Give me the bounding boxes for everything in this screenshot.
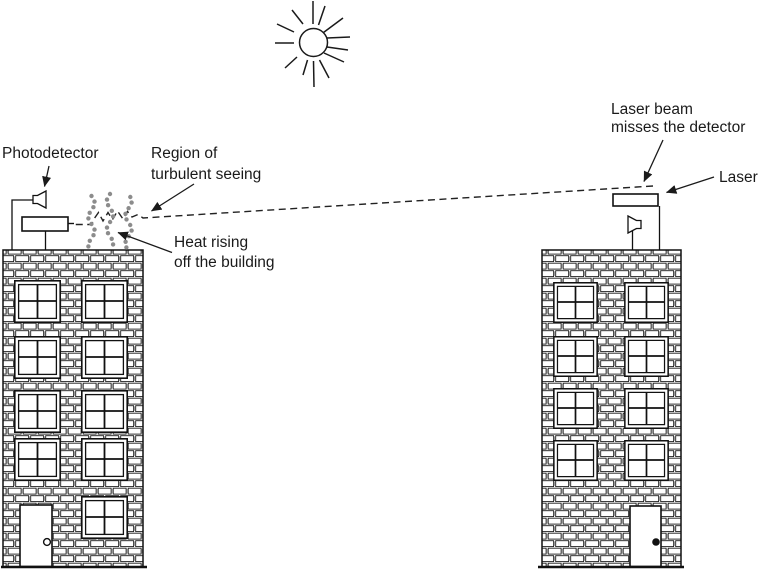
turbulence-arrow xyxy=(151,183,195,212)
turbulence-label-line1: Region of xyxy=(151,145,218,162)
laser-box xyxy=(612,193,659,207)
window xyxy=(624,388,669,429)
window xyxy=(81,390,128,433)
heat-dots xyxy=(86,191,134,250)
heat-label-line1: Heat rising xyxy=(174,234,249,251)
right-horn xyxy=(627,214,642,235)
window xyxy=(81,336,128,379)
window xyxy=(14,390,61,433)
laser-beam xyxy=(74,185,654,226)
window xyxy=(553,282,598,323)
photodetector-label-text: Photodetector xyxy=(2,145,99,162)
heat-label-line2: off the building xyxy=(174,253,275,271)
left-building xyxy=(1,249,147,569)
laser-assembly xyxy=(612,193,661,251)
left-doorknob xyxy=(42,537,52,547)
laser-label-text: Laser xyxy=(719,169,758,186)
heat-label: Heat rising off the building xyxy=(174,233,275,272)
window xyxy=(81,496,128,539)
window xyxy=(553,440,598,481)
photodetector-arrow xyxy=(42,165,52,188)
window xyxy=(624,282,669,323)
laser-label: Laser xyxy=(719,168,758,187)
window xyxy=(624,440,669,481)
beam-miss-label-line2: misses the detector xyxy=(611,118,746,136)
right-door xyxy=(629,505,662,568)
window xyxy=(553,388,598,429)
beam-miss-label: Laser beam misses the detector xyxy=(611,101,745,136)
laser-arrow xyxy=(666,176,715,194)
window xyxy=(14,438,61,481)
photodetector-assembly xyxy=(11,189,74,251)
turbulence-label: Region of turbulent seeing xyxy=(151,143,261,185)
window xyxy=(624,336,669,377)
photodetector-label: Photodetector xyxy=(2,144,99,163)
detector-box xyxy=(21,216,69,232)
beam-miss-label-line1: Laser beam xyxy=(611,101,693,118)
window xyxy=(81,438,128,481)
beam-miss-arrow xyxy=(643,139,664,182)
detector-wire xyxy=(11,199,33,251)
left-door xyxy=(19,504,53,568)
right-doorknob xyxy=(652,538,660,546)
photodetector-horn xyxy=(32,189,47,210)
window xyxy=(81,280,128,323)
sun-icon xyxy=(275,1,351,88)
right-building xyxy=(538,249,684,569)
annotation-arrows xyxy=(42,139,715,254)
turbulence-label-line2: turbulent seeing xyxy=(151,166,262,183)
window xyxy=(14,280,61,323)
heat-arrow xyxy=(117,231,173,254)
window xyxy=(553,336,598,377)
window xyxy=(14,336,61,379)
